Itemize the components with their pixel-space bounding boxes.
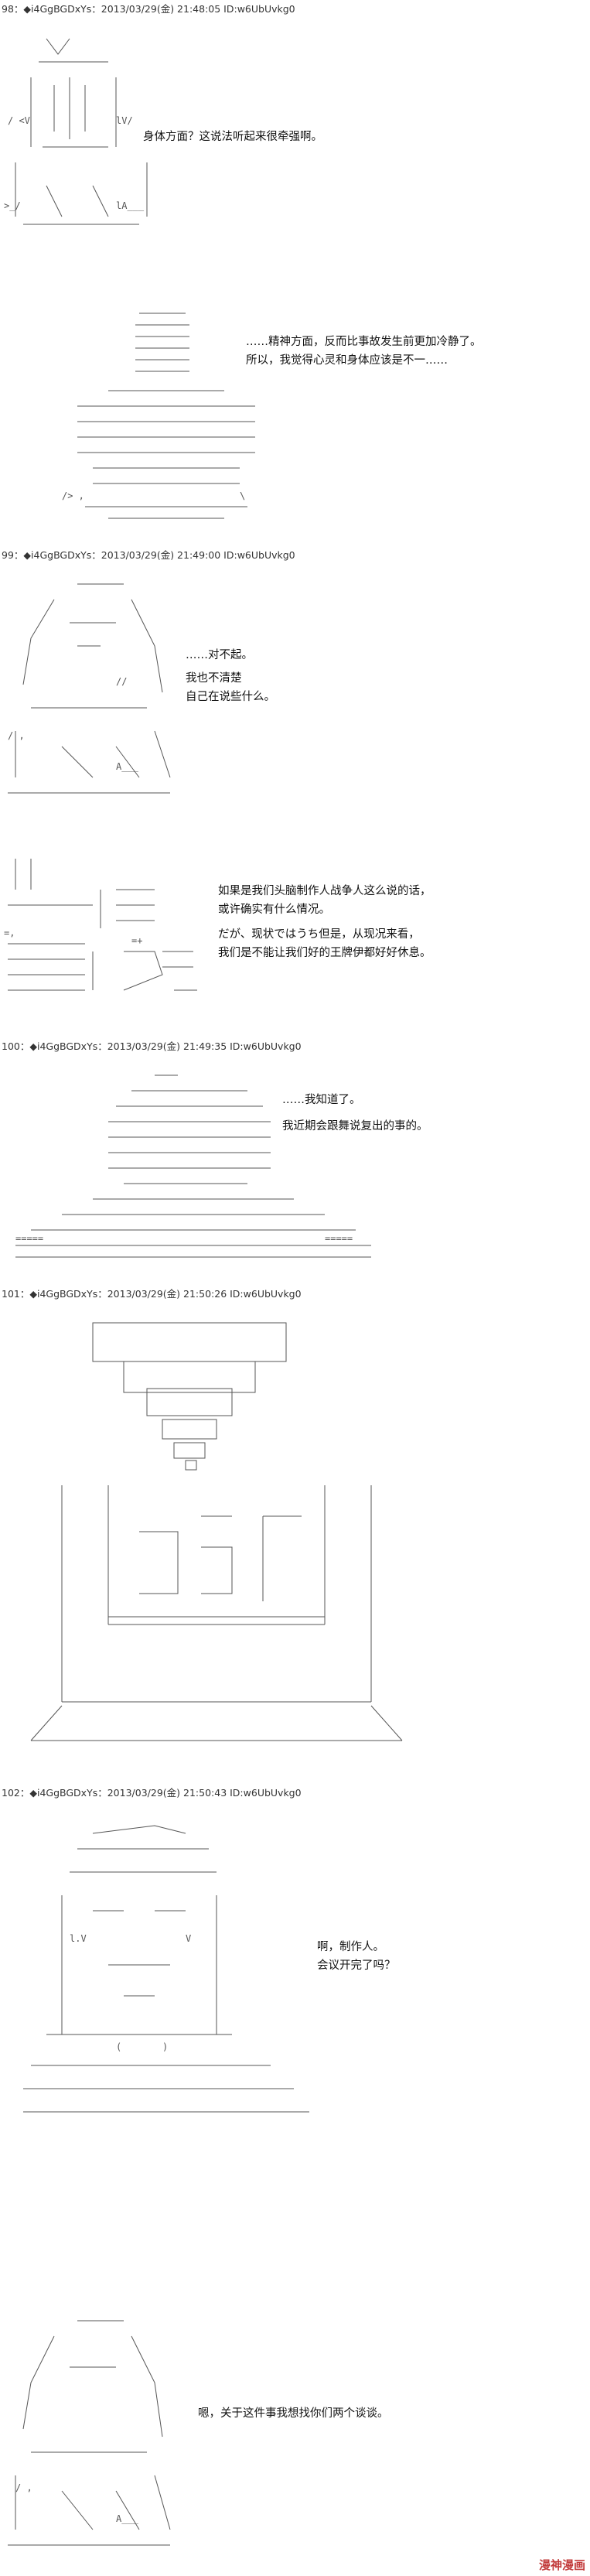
svg-text:lA___: lA___	[116, 200, 145, 211]
svg-text:=====: =====	[325, 1233, 353, 1244]
ascii-art-scene	[30, 1322, 403, 1741]
watermark: 漫神漫画	[538, 2558, 585, 2572]
post-header: 99：◆i4GgBGDxYs：2013/03/29(金) 21:49:00 ID…	[2, 549, 295, 561]
dialog-line: ……对不起。	[186, 649, 253, 661]
dialog-line: 如果是我们头脑制作人战争人这么说的话，	[218, 885, 431, 897]
dialog-line: 自己在说些什么。	[186, 691, 275, 703]
svg-text:/ ,: / ,	[8, 730, 25, 741]
svg-text:A___: A___	[116, 761, 139, 772]
svg-text:(: (	[116, 2041, 121, 2052]
ascii-art-figure: / , A___	[8, 2320, 171, 2546]
post-header: 98：◆i4GgBGDxYs：2013/03/29(金) 21:48:05 ID…	[2, 3, 295, 15]
ascii-art-figure: / <V lV/ >_/ lA___	[4, 38, 148, 225]
dialog-line: 我近期会跟舞说复出的事的。	[282, 1120, 428, 1133]
svg-text:=,: =,	[4, 928, 15, 938]
svg-text:/ ,: / ,	[15, 2482, 32, 2493]
dialog-line: 所以，我觉得心灵和身体应该是不一……	[246, 354, 448, 367]
dialog-line: 我们是不能让我们好的王牌伊都好好休息。	[218, 947, 431, 959]
svg-text:/> ,: /> ,	[62, 490, 84, 501]
post-header: 102：◆i4GgBGDxYs：2013/03/29(金) 21:50:43 I…	[2, 1787, 302, 1799]
svg-text:V: V	[186, 1933, 191, 1944]
svg-text:l.V: l.V	[70, 1933, 87, 1944]
dialog-line: ……我知道了。	[282, 1094, 361, 1106]
post-header: 100：◆i4GgBGDxYs：2013/03/29(金) 21:49:35 I…	[2, 1040, 302, 1052]
dialog-line: ……精神方面，反而比事故发生前更加冷静了。	[246, 336, 482, 348]
ascii-art-figure: /> , \	[62, 313, 255, 519]
dialog-line: 身体方面？这说法听起来很牵强啊。	[143, 131, 322, 143]
ascii-art-figure: ===== =====	[15, 1074, 371, 1258]
dialog-line: 或许确实有什么情况。	[218, 904, 330, 916]
dialog-line: 会议开完了吗？	[317, 1959, 396, 1972]
svg-text:): )	[162, 2041, 168, 2052]
svg-text://: //	[116, 676, 127, 687]
svg-text:/ <V: / <V	[8, 115, 30, 126]
dialog-line: 我也不清楚	[186, 672, 242, 685]
svg-text:=====: =====	[15, 1233, 43, 1244]
dialog-line: 啊，制作人。	[317, 1941, 384, 1953]
svg-text:\: \	[240, 490, 245, 501]
post-header: 101：◆i4GgBGDxYs：2013/03/29(金) 21:50:26 I…	[2, 1288, 302, 1300]
dialog-line: 嗯，关于这件事我想找你们两个谈谈。	[198, 2407, 389, 2420]
ascii-art-figure: / , // A___	[8, 583, 171, 794]
svg-text:lV/: lV/	[116, 115, 133, 126]
ascii-art-figure: =, =+	[4, 859, 197, 991]
svg-text:=+: =+	[131, 935, 142, 946]
svg-text:A___: A___	[116, 2513, 139, 2524]
svg-text:>_/: >_/	[4, 200, 21, 211]
dialog-line: だが、现状ではうち但是，从现况来看，	[218, 928, 420, 941]
ascii-art-figure: l.V V ()	[23, 1825, 309, 2113]
